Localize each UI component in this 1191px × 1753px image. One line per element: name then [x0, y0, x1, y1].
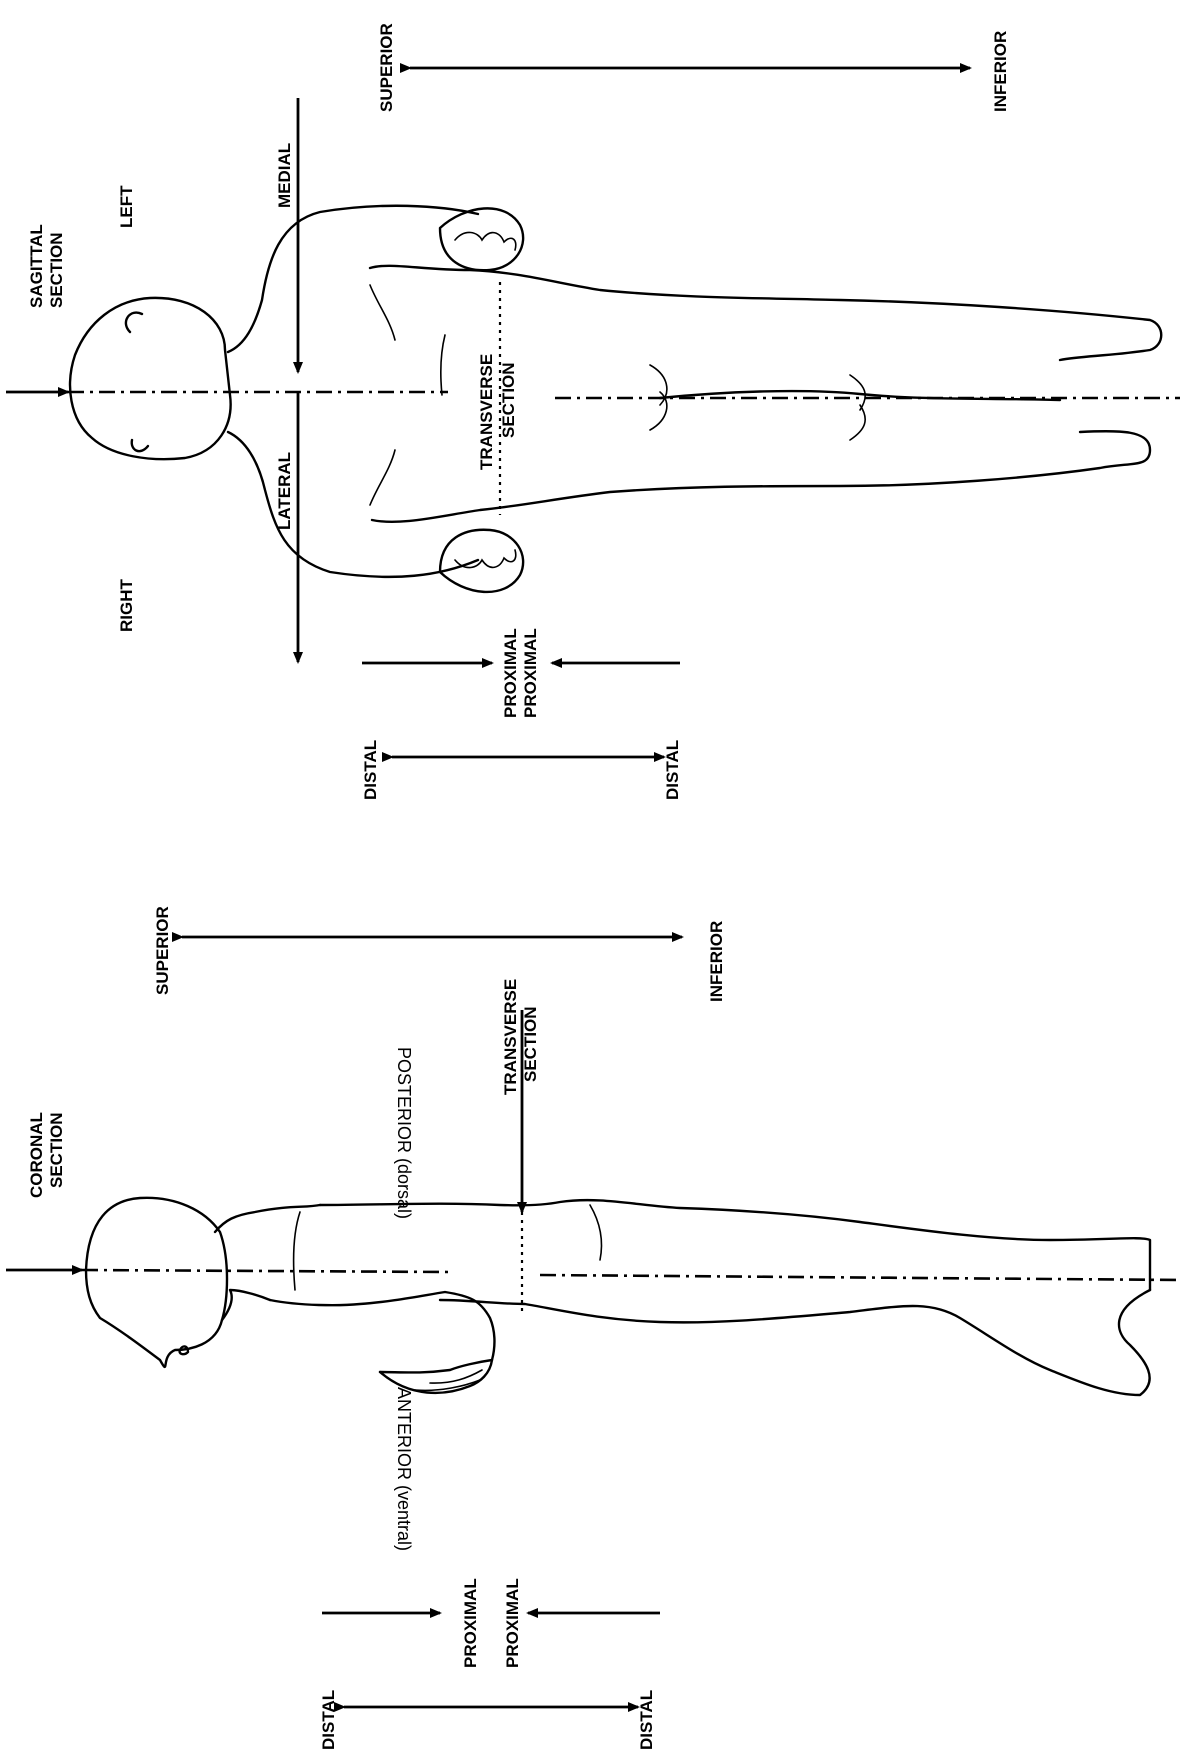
bottom-inferior-label: INFERIOR — [707, 921, 726, 1002]
front-knee-detail — [850, 375, 865, 440]
side-hip-detail — [590, 1205, 602, 1260]
front-ear-left — [126, 313, 142, 332]
coronal-label-line2: SECTION — [47, 1112, 66, 1188]
bottom-distal-2-label: DISTAL — [637, 1690, 656, 1750]
sagittal-label-line2: SECTION — [47, 232, 66, 308]
coronal-axis-line — [82, 1270, 448, 1272]
sagittal-label-line1: SAGITTAL — [27, 224, 46, 308]
medial-label: MEDIAL — [275, 143, 294, 208]
bottom-transverse-line1: TRANSVERSE — [501, 979, 520, 1095]
front-chest-detail — [370, 285, 445, 505]
top-inferior-label: INFERIOR — [991, 31, 1010, 112]
top-transverse-line2: SECTION — [499, 362, 518, 438]
top-proximal-2-label: PROXIMAL — [521, 628, 540, 718]
coronal-label-line1: CORONAL — [27, 1112, 46, 1198]
bottom-transverse-line2: SECTION — [521, 1006, 540, 1082]
side-front-outline — [440, 1290, 1150, 1395]
front-body-lower-side — [228, 432, 478, 577]
anterior-label: ANTERIOR (ventral) — [394, 1387, 414, 1551]
side-view-figure — [6, 937, 1180, 1707]
front-torso-upper — [370, 266, 1161, 360]
right-label: RIGHT — [117, 579, 136, 633]
side-neck-back — [215, 1205, 320, 1232]
top-transverse-line1: TRANSVERSE — [477, 354, 496, 470]
side-shoulder-detail — [294, 1212, 300, 1290]
side-head-outline — [86, 1198, 227, 1367]
side-arm-outline — [270, 1292, 494, 1373]
front-hand-left-fingers — [455, 232, 516, 250]
bottom-proximal-1-label: PROXIMAL — [461, 1578, 480, 1668]
front-ear-right — [132, 440, 148, 451]
bottom-distal-1-label: DISTAL — [319, 1690, 338, 1750]
top-distal-2-label: DISTAL — [663, 740, 682, 800]
bottom-superior-label: SUPERIOR — [153, 906, 172, 995]
front-head-outline — [70, 298, 231, 459]
front-view-figure — [6, 68, 1180, 757]
coronal-axis-line-lower — [540, 1275, 1180, 1280]
labels: SUPERIOR INFERIOR SAGITTAL SECTION LEFT … — [27, 23, 1010, 1750]
top-distal-1-label: DISTAL — [361, 740, 380, 800]
side-neck-front — [222, 1290, 270, 1320]
bottom-proximal-2-label: PROXIMAL — [503, 1578, 522, 1668]
top-superior-label: SUPERIOR — [377, 23, 396, 112]
posterior-label: POSTERIOR (dorsal) — [394, 1047, 414, 1219]
top-proximal-1-label: PROXIMAL — [501, 628, 520, 718]
lateral-label: LATERAL — [275, 452, 294, 530]
left-label: LEFT — [117, 185, 136, 228]
